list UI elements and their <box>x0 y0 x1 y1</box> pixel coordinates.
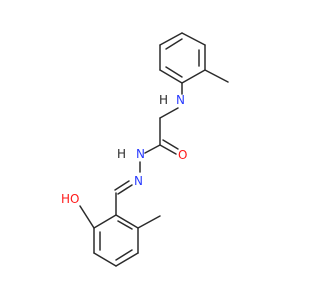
bond <box>181 69 206 84</box>
carbonyl-o-label: O <box>178 148 187 162</box>
double-bond-inner <box>115 249 133 261</box>
bond <box>115 252 139 267</box>
bond <box>115 214 139 229</box>
amine-n-label: N <box>176 93 185 107</box>
hydroxyl-label: HO <box>61 192 79 206</box>
hydrazide-h-label: H <box>117 147 126 161</box>
methyl-bond-bottom <box>137 215 161 229</box>
methyl-bond-top <box>204 69 229 83</box>
amine-ch2-bond <box>159 107 179 119</box>
imine-double-bond-2 <box>114 180 130 191</box>
bond <box>159 32 183 46</box>
hydrazide-n-label: N <box>136 147 145 161</box>
ring-oh-bond <box>79 205 95 229</box>
top-aromatic-ring <box>159 32 206 84</box>
bond <box>93 214 117 229</box>
imine-double-bond <box>117 184 133 195</box>
double-bond-inner <box>165 38 183 50</box>
double-bond-inner <box>117 220 133 230</box>
carbonyl-double-bond <box>159 144 177 155</box>
amine-h-label: H <box>159 93 168 107</box>
carbonyl-double-bond-2 <box>162 139 179 150</box>
molecule-diagram: N H O N H N HO <box>61 32 229 267</box>
bond <box>181 32 206 46</box>
imine-n-label: N <box>134 174 143 188</box>
structure-canvas: N H O N H N HO <box>61 32 229 267</box>
bond <box>159 69 183 84</box>
bond <box>93 252 117 267</box>
bottom-aromatic-ring <box>93 214 139 267</box>
double-bond-inner <box>165 66 183 78</box>
carbonyl-nh-bond <box>144 144 161 154</box>
